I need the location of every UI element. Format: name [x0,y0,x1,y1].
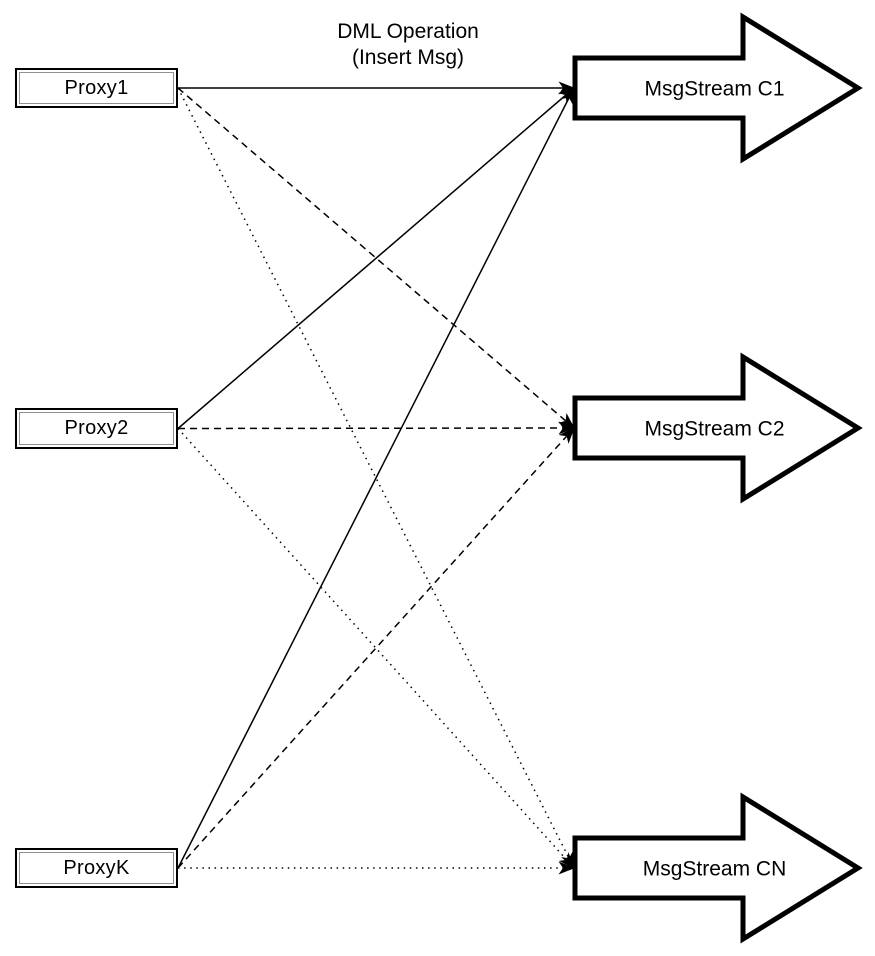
proxy2-label: Proxy2 [64,417,129,439]
msgstream-c2-arrow [572,352,863,504]
msgstream-cn-label: MsgStream CN [643,858,787,881]
msgstream-c2-label: MsgStream C2 [644,418,784,441]
connector-group [177,81,575,875]
proxy2-box: Proxy2 [15,408,178,449]
msgstream-c1-label: MsgStream C1 [644,78,784,101]
proxy1-label: Proxy1 [64,76,129,99]
proxyk-box: ProxyK [15,848,178,888]
msgstream-c1-shape: MsgStream C1 [572,12,863,164]
connector-proxyk-to-c2-dashed [177,427,575,869]
connector-proxy2-to-cn-dotted [177,427,575,869]
proxyk-label: ProxyK [63,856,130,879]
msgstream-group: MsgStream C1 MsgStream C2 MsgStream CN [572,12,863,944]
dml-operation-label-line2: (Insert Msg) [351,46,464,69]
dml-operation-label-line1: DML Operation [337,20,479,43]
msgstream-c1-arrow [572,12,863,164]
connector-proxyk-to-c1-solid [177,87,575,869]
connector-proxy2-to-c1-solid [177,87,575,430]
msgstream-cn-arrow [572,792,863,944]
dml-operation-label: DML Operation (Insert Msg) [337,19,479,71]
msgstream-cn-shape: MsgStream CN [572,792,863,944]
proxy1-box: Proxy1 [15,68,178,108]
msgstream-c2-shape: MsgStream C2 [572,352,863,504]
connector-proxy1-to-c2-dashed [177,87,575,429]
connector-proxy2-to-c2-dashed [177,421,575,435]
